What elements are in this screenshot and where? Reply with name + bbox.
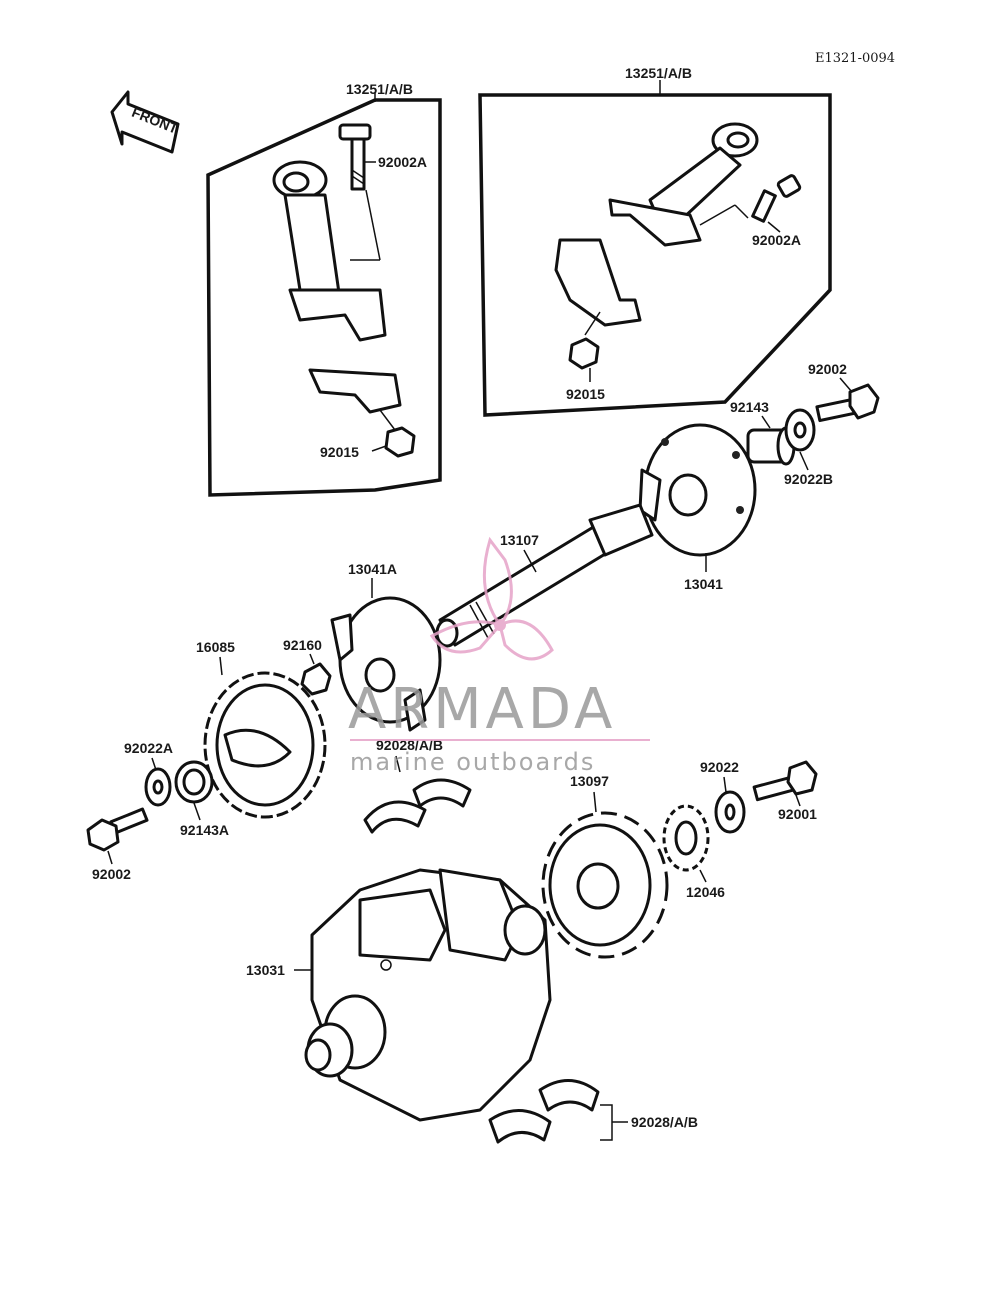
watermark-tagline: marine outboards [350,748,595,776]
balancer-weight-left [330,596,442,732]
key [300,662,332,696]
balancer-shaft [435,503,654,648]
label-bolt-left-bottom: 92002 [92,866,131,882]
label-sprocket: 13097 [570,773,609,789]
washer-right [784,408,816,452]
label-small-sprocket: 12046 [686,884,725,900]
washer-mid [714,790,746,834]
rod-right-box [478,93,832,417]
watermark-logo-icon [429,536,554,661]
label-bolt-right: 92002A [752,232,801,248]
gear [203,671,327,819]
connecting-rod-right [554,122,802,370]
label-bolt-top-right: 92002 [808,361,847,377]
label-rod-left-assy: 13251/A/B [346,81,413,97]
sprocket [541,811,669,959]
label-gear: 16085 [196,639,235,655]
diagram-code: E1321-0094 [815,51,895,66]
label-rod-right-assy: 13251/A/B [625,65,692,81]
label-spacer-right: 92143 [730,399,769,415]
front-arrow-icon: FRONT [110,90,181,154]
label-bearing-lower: 92028/A/B [631,1114,698,1130]
bearing-lower [488,1079,600,1144]
label-weight-right: 13041 [684,576,723,592]
crankshaft [304,868,552,1122]
bolt-mid [752,760,818,802]
bearing-upper [363,778,472,834]
bolt-top-right [815,383,880,423]
label-nut-right: 92015 [566,386,605,402]
label-spacer-left: 92143A [180,822,229,838]
label-washer-left: 92022A [124,740,173,756]
watermark: ARMADA marine outboards [348,536,650,776]
small-sprocket [662,804,710,872]
label-key: 92160 [283,637,322,653]
label-nut-left: 92015 [320,444,359,460]
washer-left [144,767,172,807]
bolt-left-bottom [86,807,149,852]
balancer-weight-right [638,423,757,557]
label-washer-right: 92022B [784,471,833,487]
spacer-left [174,760,214,804]
label-washer-mid: 92022 [700,759,739,775]
label-weight-left: 13041A [348,561,397,577]
label-crankshaft: 13031 [246,962,285,978]
watermark-brand: ARMADA [348,677,616,742]
connecting-rod-left [272,123,416,458]
label-bolt-left: 92002A [378,154,427,170]
label-bolt-mid: 92001 [778,806,817,822]
label-shaft: 13107 [500,532,539,548]
